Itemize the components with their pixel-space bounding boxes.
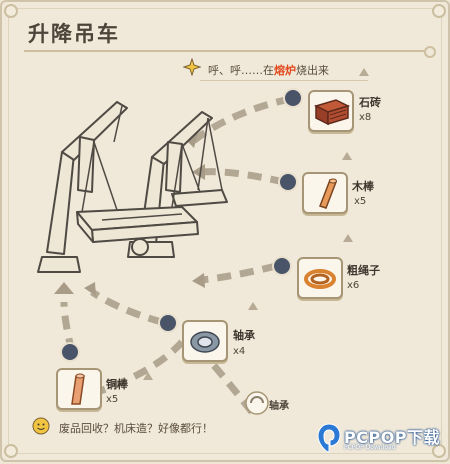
material-slot-copper-rod[interactable] <box>56 368 102 410</box>
copper-rod-icon <box>71 373 85 405</box>
material-name: 木棒 <box>352 180 374 193</box>
rope-icon <box>304 269 336 289</box>
hint-divider <box>200 80 368 81</box>
wood-stick-icon <box>319 178 337 209</box>
material-slot-brick[interactable] <box>308 90 354 132</box>
material-slot-bearing[interactable] <box>182 320 228 362</box>
node-dot[interactable] <box>285 90 301 106</box>
path-marker <box>248 302 258 310</box>
corner-ornament <box>4 444 18 458</box>
path-marker <box>143 372 153 380</box>
node-dot[interactable] <box>274 258 290 274</box>
title-divider <box>24 46 436 58</box>
material-count: x8 <box>359 112 372 123</box>
watermark-sub: PCPOP Download <box>344 444 396 451</box>
footer-tip: 废品回收？机床造？好像都行！ <box>59 422 213 435</box>
path-marker <box>342 152 352 160</box>
bearing-icon <box>190 331 220 353</box>
corner-ornament <box>432 4 446 18</box>
material-name: 铜棒 <box>106 378 128 391</box>
node-dot[interactable] <box>62 344 78 360</box>
corner-ornament <box>4 4 18 18</box>
hint-keyword: 熔炉 <box>274 64 296 77</box>
locked-node-icon <box>245 391 269 415</box>
path-marker <box>359 68 369 76</box>
material-count: x5 <box>106 394 119 405</box>
material-name: 石砖 <box>359 96 381 109</box>
watermark-brand: PCPOP下载 <box>344 428 441 447</box>
material-slot-wood[interactable] <box>302 172 348 214</box>
page-title: 升降吊车 <box>28 22 120 46</box>
material-count: x5 <box>354 196 367 207</box>
path-marker <box>343 234 353 242</box>
locked-node-label: 轴承 <box>269 401 289 412</box>
sparkle-icon <box>183 58 201 76</box>
corner-ornament <box>432 444 446 458</box>
node-dot[interactable] <box>160 315 176 331</box>
hint-text: 呼、呼……在熔炉烧出来 <box>208 64 329 77</box>
material-slot-rope[interactable] <box>297 257 343 299</box>
pcpop-logo-icon <box>317 423 341 453</box>
material-name: 轴承 <box>233 329 255 342</box>
material-count: x4 <box>233 346 246 357</box>
smiley-icon <box>32 417 50 435</box>
crane-illustration-icon <box>37 101 228 273</box>
material-name: 粗绳子 <box>347 264 380 277</box>
node-dot[interactable] <box>280 174 296 190</box>
brick-icon <box>313 99 351 126</box>
material-count: x6 <box>347 280 360 291</box>
